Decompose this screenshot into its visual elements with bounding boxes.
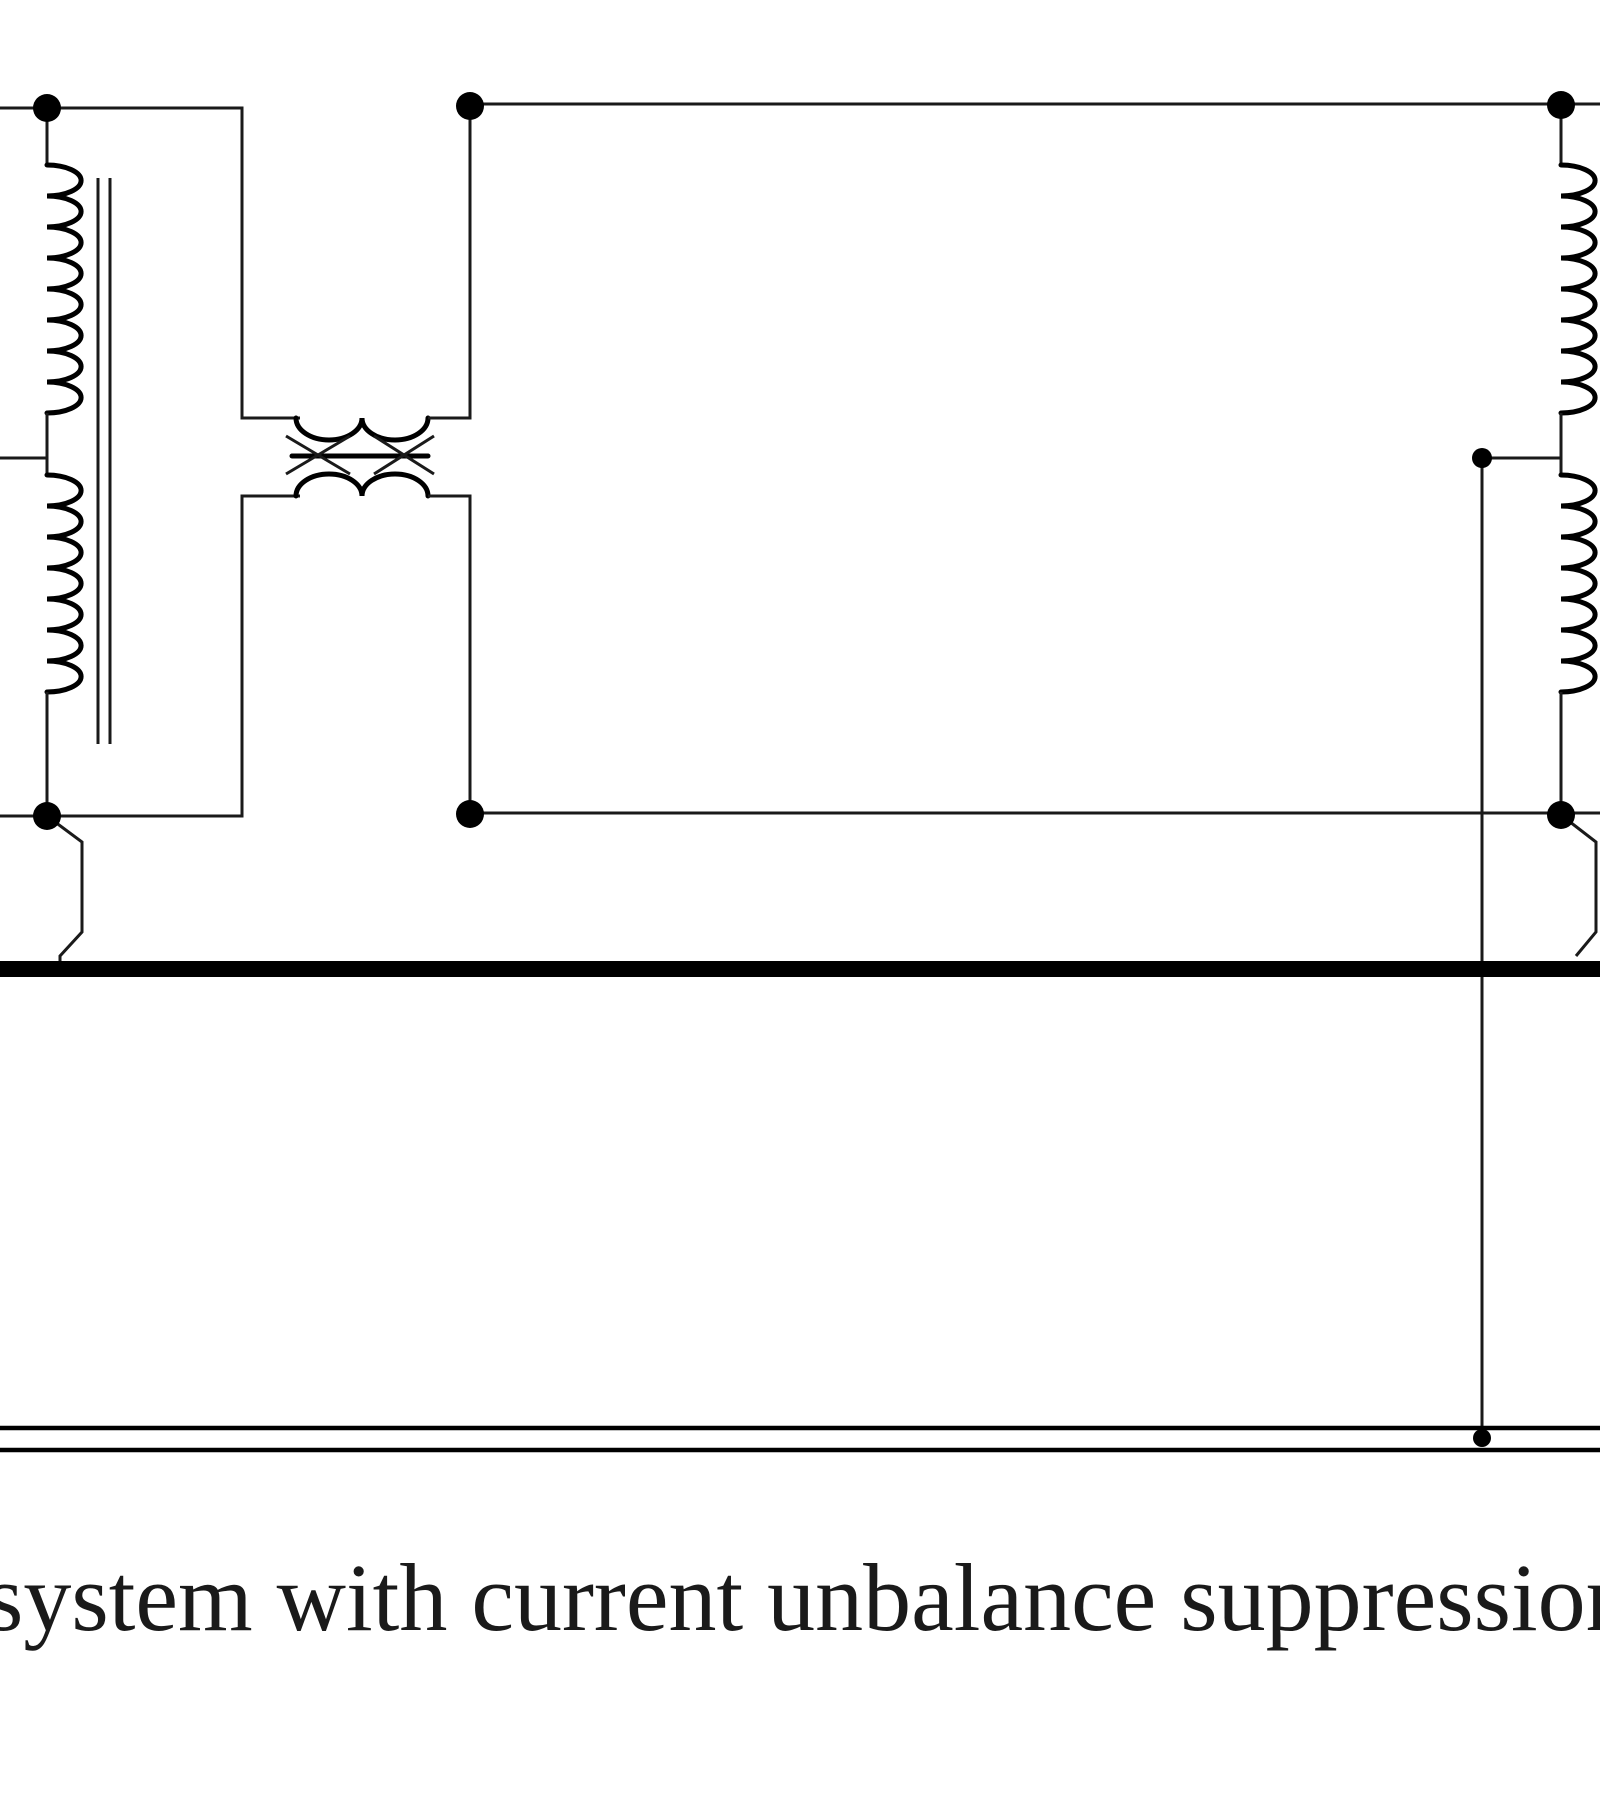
right-top-junction-node [1547, 91, 1575, 119]
transformer-cross-right-2 [373, 434, 435, 476]
left-bottom-junction-node [33, 802, 61, 830]
left-bottom-to-transformer-wire [47, 494, 300, 818]
transformer-bottom-junction-node [456, 800, 484, 828]
right-inductor [1558, 104, 1598, 815]
right-inductor-winding-lower [1558, 472, 1598, 695]
coupling-transformer [285, 415, 435, 499]
transformer-secondary-winding [293, 471, 431, 499]
figure-caption: system with current unbalance suppressio… [0, 1544, 1600, 1651]
left-inductor [44, 108, 112, 816]
right-inductor-winding-upper [1558, 162, 1598, 416]
left-inductor-winding-upper [44, 162, 84, 416]
left-top-to-transformer-wire [47, 106, 300, 420]
center-tap-junction-node [1472, 448, 1492, 468]
transformer-cross-left-2 [285, 434, 351, 476]
transformer-to-top-node-wire [428, 106, 472, 420]
left-inductor-winding-lower [44, 472, 84, 695]
transformer-top-junction-node [456, 92, 484, 120]
right-bottom-junction-node [1547, 801, 1575, 829]
center-tap-sense-wire [1480, 456, 1561, 1436]
transformer-to-bottom-node-wire [428, 494, 472, 814]
left-top-junction-node [33, 94, 61, 122]
right-bus-lead [1560, 813, 1598, 957]
transformer-primary-winding [293, 415, 431, 443]
lower-rail-junction-node [1473, 1429, 1491, 1447]
left-bus-lead [46, 814, 84, 968]
